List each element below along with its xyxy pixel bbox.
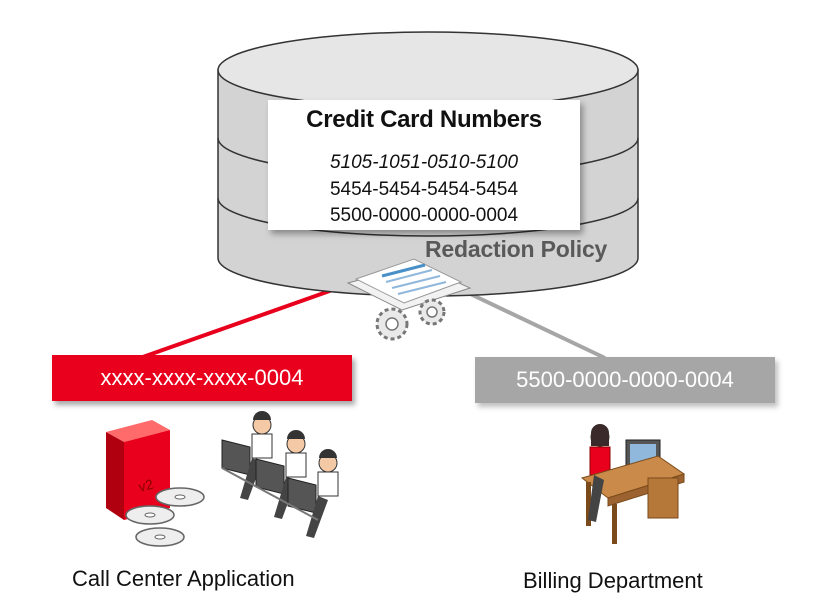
credit-card-table: Credit Card Numbers 5105-1051-0510-5100 … [268, 100, 580, 230]
redacted-value-box: xxxx-xxxx-xxxx-0004 [52, 355, 352, 401]
red-connector-line [139, 286, 339, 360]
svg-text:v2: v2 [137, 476, 156, 495]
billing-caption: Billing Department [523, 568, 703, 593]
call-center-caption: Call Center Application [72, 566, 295, 591]
credit-card-title: Credit Card Numbers [306, 106, 542, 133]
office-worker-icon [580, 424, 686, 544]
full-value-box: 5500-0000-0000-0004 [475, 357, 775, 403]
gray-connector-line [461, 288, 606, 360]
call-agents-icon [221, 411, 339, 538]
card-number: 5500-0000-0000-0004 [329, 205, 519, 226]
card-number: 5105-1051-0510-5100 [329, 152, 519, 173]
disc-icon [125, 487, 205, 547]
redaction-policy-label: Redaction Policy [425, 236, 608, 262]
server-icon: v2 [106, 420, 170, 520]
gears-icon [375, 298, 446, 341]
card-number: 5454-5454-5454-5454 [329, 179, 519, 200]
document-icon [346, 258, 472, 311]
